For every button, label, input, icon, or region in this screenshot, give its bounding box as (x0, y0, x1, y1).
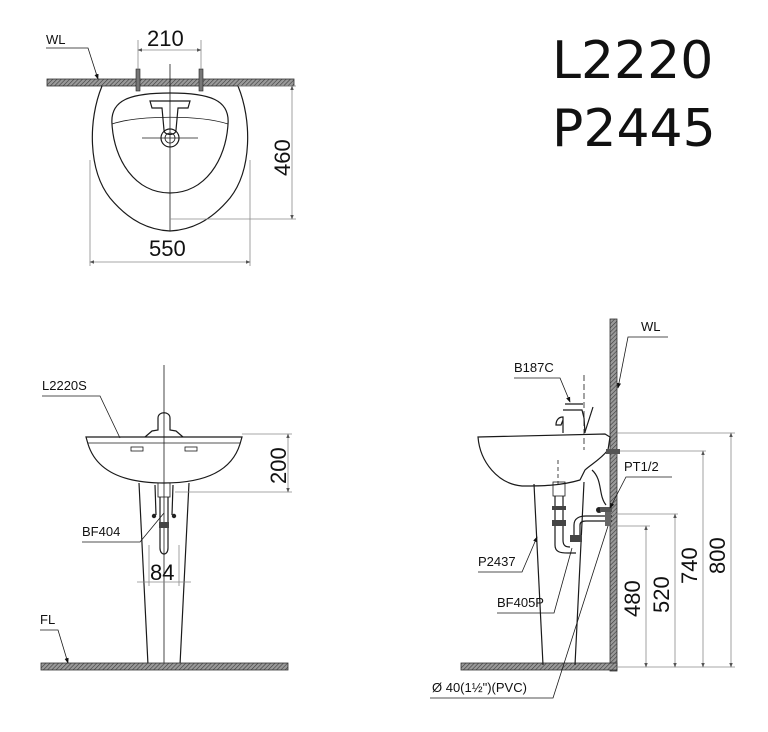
faucet-front (144, 412, 184, 438)
dim-width: 550 (149, 236, 186, 261)
wall-slab (46, 78, 295, 87)
model-basin-title: L2220 (552, 31, 713, 91)
wall-side-leader (616, 336, 668, 389)
pedestal-side (533, 481, 585, 666)
supply-model-label: PT1/2 (624, 459, 659, 474)
faucet-bolt-right (198, 68, 204, 92)
dim-pedestal-width: 84 (150, 560, 174, 585)
drain-model-label: BF404 (82, 524, 120, 539)
pedestal-front (138, 482, 190, 666)
pipe-spec-label: Ø 40(1½")(PVC) (432, 680, 527, 695)
faucet-model-label: B187C (514, 360, 554, 375)
dim-faucet-spacing: 210 (147, 26, 184, 51)
dim-rim-height: 800 (705, 537, 730, 574)
faucet-bolt-left (135, 68, 141, 92)
dim-drain-height: 480 (620, 580, 645, 617)
faucet-leader (514, 377, 571, 403)
wall-leader (46, 47, 99, 80)
floor-label: FL (40, 612, 55, 627)
overflow-left (130, 446, 144, 452)
basin-leader (42, 395, 121, 439)
wall-side (609, 318, 618, 672)
wall-label-top: WL (46, 32, 66, 47)
faucet-side (555, 403, 586, 434)
pipe-leader (430, 525, 609, 699)
pedestal-model-label: P2437 (478, 554, 516, 569)
dim-supply-height: 520 (649, 576, 674, 613)
floor-slab (40, 662, 289, 671)
basin-side (477, 433, 611, 487)
top-view: WL 210 460 550 (46, 26, 296, 266)
pedestal-leader (478, 536, 538, 573)
wall-label-side: WL (641, 319, 661, 334)
basin-inner-bowl (111, 92, 229, 194)
model-title: L2220 P2445 (552, 31, 716, 159)
supply-leader (609, 476, 672, 509)
drain-leader (82, 512, 165, 543)
trap-model-label: BF405P (497, 595, 544, 610)
floor-leader (40, 629, 69, 664)
basin-model-label: L2220S (42, 378, 87, 393)
front-view: L2220S BF404 200 84 FL (40, 365, 292, 671)
dim-basin-height: 200 (266, 447, 291, 484)
dim-bolt-height: 740 (677, 547, 702, 584)
floor-side (460, 662, 618, 671)
trap-leader (497, 547, 573, 614)
model-pedestal-title: P2445 (552, 99, 716, 159)
overflow-right (184, 446, 198, 452)
side-view: WL B187C PT1/2 P2437 BF405P (430, 318, 735, 699)
faucet-top (149, 100, 191, 136)
dim-depth: 460 (270, 139, 295, 176)
